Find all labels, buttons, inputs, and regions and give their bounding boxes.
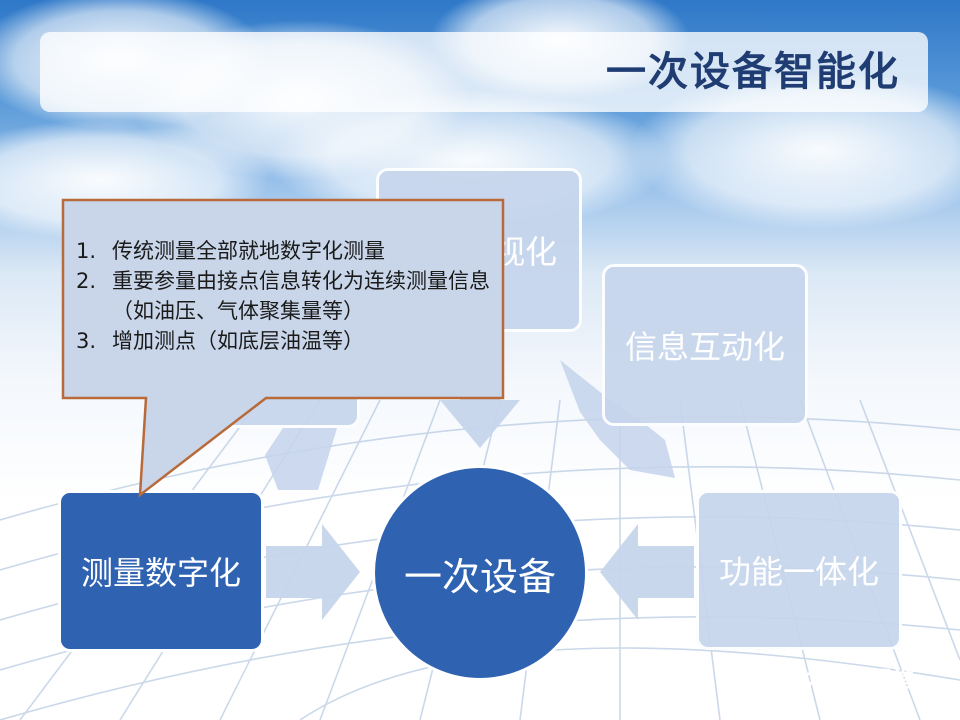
node-measurement-digitization: 测量数字化 — [58, 490, 264, 652]
center-node: 一次设备 — [372, 465, 588, 681]
arrow-topleft-to-center — [265, 425, 338, 490]
node-function-integration-label: 功能一体化 — [718, 553, 879, 591]
title-bar: 一次设备智能化 — [40, 32, 928, 112]
node-measurement-label: 测量数字化 — [80, 554, 241, 592]
callout-list: 1. 传统测量全部就地数字化测量 2. 重要参量由接点信息转化为连续测量信息（如… — [76, 236, 492, 356]
callout-item: 1. 传统测量全部就地数字化测量 — [76, 236, 492, 266]
callout-item-text: 增加测点（如底层油温等） — [112, 329, 364, 353]
callout-item-number: 1. — [76, 239, 97, 263]
watermark-text: 电力知识课堂 — [782, 668, 915, 693]
slide-title: 一次设备智能化 — [606, 49, 900, 95]
callout-item: 2. 重要参量由接点信息转化为连续测量信息（如油压、气体聚集量等） — [76, 266, 492, 326]
arrow-right-to-center — [600, 524, 694, 620]
callout-item-number: 3. — [76, 329, 97, 353]
callout-item-number: 2. — [76, 269, 97, 293]
callout-item-text: 传统测量全部就地数字化测量 — [112, 239, 385, 263]
node-info-interaction: 信息互动化 — [602, 264, 808, 426]
center-node-label: 一次设备 — [403, 554, 556, 599]
arrow-left-to-center — [266, 524, 360, 620]
node-function-integration: 功能一体化 — [696, 490, 902, 650]
watermark: 电力知识课堂 — [744, 660, 914, 696]
node-info-interaction-label: 信息互动化 — [624, 328, 785, 366]
callout-item: 3. 增加测点（如底层油温等） — [76, 326, 492, 356]
wechat-icon — [745, 665, 773, 689]
callout-item-text: 重要参量由接点信息转化为连续测量信息（如油压、气体聚集量等） — [112, 269, 490, 323]
